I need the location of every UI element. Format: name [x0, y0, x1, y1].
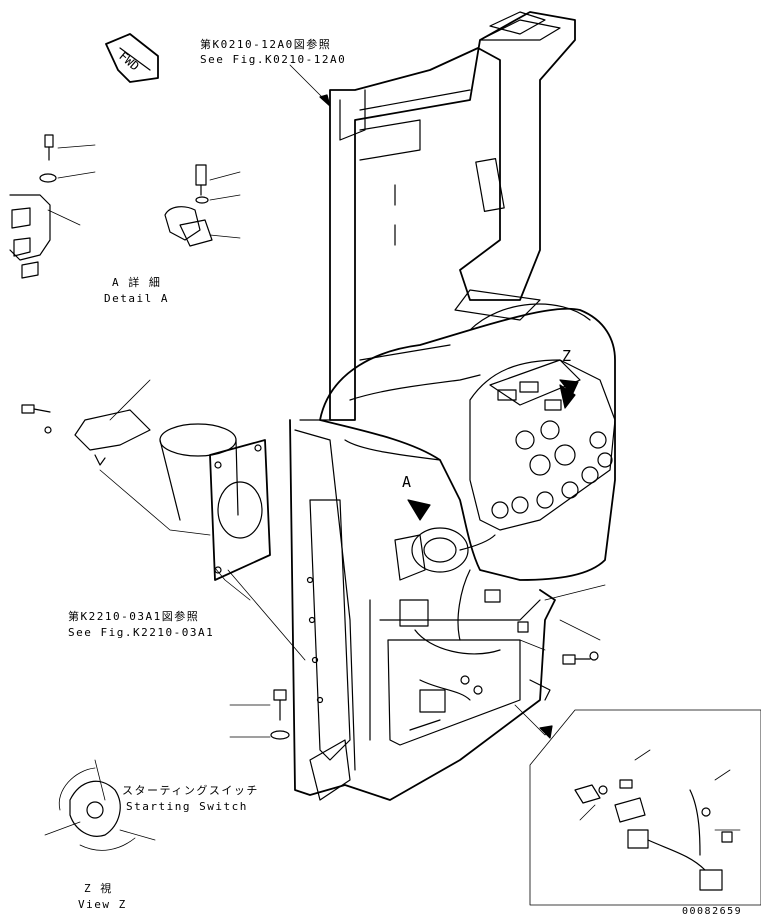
- callout-mid-en: See Fig.K2210-03A1: [68, 626, 215, 639]
- side-bolt: [562, 651, 599, 665]
- view-z-sketch: [44, 759, 156, 851]
- dashboard-housing: [319, 289, 616, 581]
- callout-mid-jp: 第K2210-03A1図参照: [68, 610, 200, 623]
- view-a-arrow-icon: [407, 499, 431, 521]
- switch-panel: [469, 359, 616, 531]
- view-z-en: View Z: [78, 898, 127, 911]
- view-z-marker: Z: [562, 347, 573, 365]
- drawing-number: 00082659: [682, 906, 743, 917]
- detail-a-jp: A 詳 細: [112, 276, 162, 289]
- starting-switch-jp: スターティングスイッチ: [122, 784, 259, 797]
- view-arrow-icon: [539, 725, 553, 739]
- detail-a-switch: [164, 164, 241, 247]
- callout-top-jp: 第K0210-12A0図参照: [200, 38, 332, 51]
- bottom-bolt: [229, 689, 290, 740]
- cylinder-duct: [159, 423, 271, 581]
- view-z-inset: [529, 709, 761, 906]
- cover-assembly: [21, 379, 211, 536]
- starting-switch-assembly: [394, 527, 529, 713]
- handle-assembly: [329, 11, 576, 421]
- fwd-arrow-icon: [105, 33, 159, 83]
- callout-top-en: See Fig.K0210-12A0: [200, 53, 347, 66]
- view-a-marker: A: [402, 473, 413, 491]
- fwd-label: FWD: [116, 49, 142, 74]
- detail-a-bracket: [9, 134, 96, 279]
- view-z-jp: Z 視: [84, 882, 113, 895]
- starting-switch-en: Starting Switch: [126, 800, 248, 813]
- detail-a-en: Detail A: [104, 292, 169, 305]
- switch-knobs: [491, 381, 613, 519]
- view-z-arrow-icon: [559, 379, 579, 396]
- steering-column-body: [289, 419, 556, 801]
